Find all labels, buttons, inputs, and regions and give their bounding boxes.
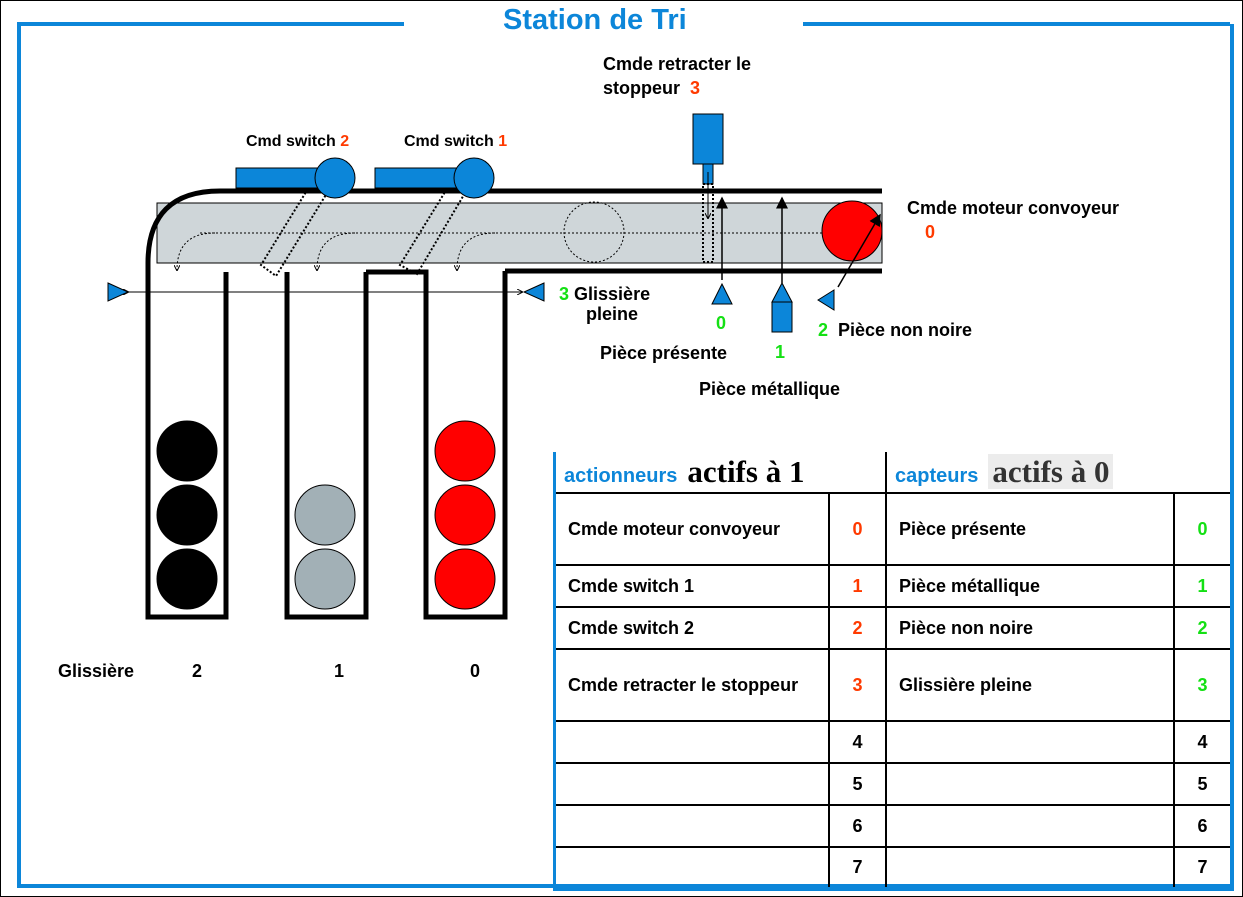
piece-black: [156, 548, 218, 610]
frame-top-left: [17, 22, 404, 26]
actuator-number: 0: [828, 492, 887, 566]
page-title: Station de Tri: [503, 4, 687, 36]
actuator-number: 2: [828, 606, 887, 650]
sensor-name: [885, 846, 1175, 891]
actuator-name: Cmde retracter le stoppeur: [553, 648, 830, 722]
actuator-number: 1: [828, 564, 887, 608]
chutes-label: Glissière: [58, 661, 135, 681]
chute-2: [145, 272, 229, 620]
sensor-number: 5: [1173, 762, 1234, 806]
actuator-number: 5: [828, 762, 887, 806]
sensor-name: Pièce non noire: [885, 606, 1175, 650]
actuator-name: [553, 762, 830, 806]
sensor-number: 7: [1173, 846, 1234, 891]
sensor-number: 1: [1173, 564, 1234, 608]
sensor-name: Pièce présente: [885, 492, 1175, 566]
stopper-body[interactable]: [692, 113, 724, 165]
piece-gray: [294, 484, 356, 546]
chute-2-number: 2: [192, 661, 203, 681]
chute-full-receiver-icon: [522, 282, 545, 302]
sensor-color-icon: [817, 289, 835, 311]
actuator-number: 3: [828, 648, 887, 722]
sensor-present-label: Pièce présente: [600, 343, 728, 363]
piece-red: [434, 548, 496, 610]
stopper-number: 3: [690, 78, 701, 98]
switch-2-label: Cmd switch 2: [246, 133, 350, 150]
switch-2-actuator[interactable]: [314, 157, 356, 199]
sensor-color-beam: [837, 213, 881, 288]
switch-2-arm[interactable]: [235, 167, 327, 189]
actuator-name: [553, 804, 830, 848]
actuator-name: [553, 846, 830, 891]
chute-0: [366, 269, 508, 620]
switch-1-label: Cmd switch 1: [404, 133, 508, 150]
sensor-number: 6: [1173, 804, 1234, 848]
conveyor-motor[interactable]: [821, 200, 883, 262]
sensor-name: [885, 804, 1175, 848]
piece-red: [434, 420, 496, 482]
piece-black: [156, 420, 218, 482]
actuator-number: 7: [828, 846, 887, 891]
switch-2-deflector: [259, 178, 328, 278]
sensor-name: Pièce métallique: [885, 564, 1175, 608]
actuator-number: 6: [828, 804, 887, 848]
chute-full-emitter-icon: [107, 282, 130, 302]
sensor-color-label: 2 Pièce non noire: [818, 320, 973, 340]
sensor-number: 0: [1173, 492, 1234, 566]
switch-1-actuator[interactable]: [453, 157, 495, 199]
piece-gray: [294, 548, 356, 610]
switch-1-arm[interactable]: [374, 167, 466, 189]
sensor-name: [885, 720, 1175, 764]
actuator-number: 4: [828, 720, 887, 764]
actuator-name: Cmde switch 1: [553, 564, 830, 608]
actuator-name: Cmde moteur convoyeur: [553, 492, 830, 566]
sensor-present-icon: [711, 282, 733, 305]
ghost-piece: [563, 201, 625, 263]
sensor-number: 2: [1173, 606, 1234, 650]
piece-black: [156, 484, 218, 546]
frame-top-right: [803, 22, 1230, 26]
sensor-metal-body: [771, 301, 793, 333]
sensor-name: [885, 762, 1175, 806]
sensor-present-number: 0: [716, 313, 727, 333]
sensor-name: Glissière pleine: [885, 648, 1175, 722]
chute-1: [284, 272, 369, 620]
actuator-name: [553, 720, 830, 764]
chute-0-number: 0: [470, 661, 481, 681]
stopper-label: Cmde retracter le stoppeur 3: [603, 54, 752, 98]
sensor-metal-label: Pièce métallique: [699, 379, 841, 399]
actuator-name: Cmde switch 2: [553, 606, 830, 650]
sensor-number: 4: [1173, 720, 1234, 764]
piece-red: [434, 484, 496, 546]
sensor-metal-head: [771, 281, 793, 303]
conveyor-top-rail: [145, 188, 882, 615]
chute-1-number: 1: [334, 661, 345, 681]
sensor-number: 3: [1173, 648, 1234, 722]
sensor-metal-number: 1: [775, 342, 786, 362]
